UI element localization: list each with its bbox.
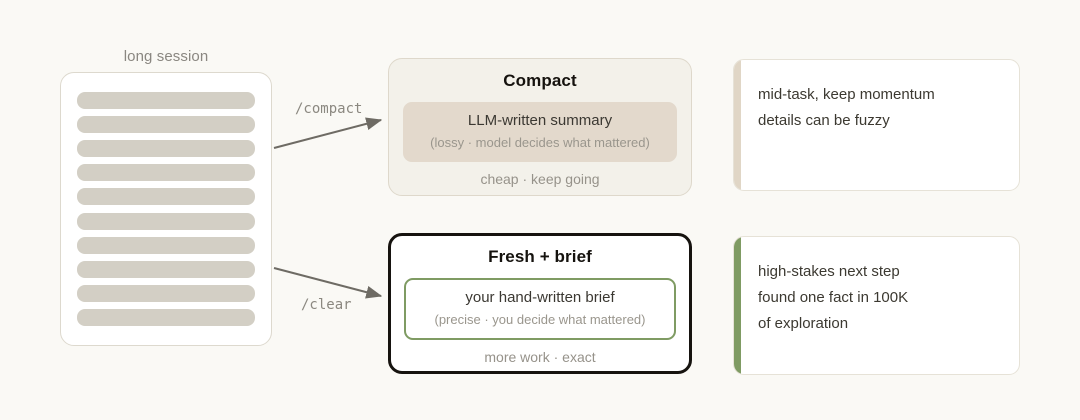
option-inner-compact: LLM-written summary (lossy · model decid… xyxy=(403,102,677,162)
arrow-compact xyxy=(273,117,383,149)
session-line xyxy=(77,284,255,302)
note-accent-bar-green xyxy=(734,237,741,374)
session-line xyxy=(77,236,255,254)
long-session-card xyxy=(60,72,272,346)
note-line: found one fact in 100K xyxy=(758,288,909,306)
option-inner-main-fresh-brief: your hand-written brief xyxy=(465,289,615,306)
option-title-fresh-brief: Fresh + brief xyxy=(488,247,592,266)
option-inner-main-compact: LLM-written summary xyxy=(467,112,613,129)
arrow-clear xyxy=(273,267,383,299)
session-line xyxy=(77,308,255,326)
option-footer-compact: cheap · keep going xyxy=(480,171,600,187)
session-line xyxy=(77,116,255,134)
option-footer-fresh-brief: more work · exact xyxy=(484,349,596,365)
session-line xyxy=(77,164,255,182)
arrow-label-clear: /clear xyxy=(301,297,352,313)
option-title-compact: Compact xyxy=(503,71,577,90)
session-line xyxy=(77,260,255,278)
session-line xyxy=(77,188,255,206)
session-line xyxy=(77,212,255,230)
note-accent-bar-tan xyxy=(734,60,741,190)
option-card-compact[interactable]: Compact LLM-written summary (lossy · mod… xyxy=(388,58,692,196)
option-inner-fresh-brief: your hand-written brief (precise · you d… xyxy=(404,278,676,340)
session-line xyxy=(77,140,255,158)
note-line: high-stakes next step xyxy=(758,263,900,280)
option-inner-sub-compact: (lossy · model decides what mattered) xyxy=(430,134,650,150)
note-card-compact: mid-task, keep momentum details can be f… xyxy=(733,59,1020,191)
option-card-fresh-brief[interactable]: Fresh + brief your hand-written brief (p… xyxy=(388,233,692,374)
note-card-fresh-brief: high-stakes next step found one fact in … xyxy=(733,236,1020,375)
note-line: of exploration xyxy=(758,314,849,332)
note-line: mid-task, keep momentum xyxy=(758,86,935,103)
session-label: long session xyxy=(123,48,209,65)
session-line xyxy=(77,92,255,109)
note-line: details can be fuzzy xyxy=(758,111,890,129)
option-inner-sub-fresh-brief: (precise · you decide what mattered) xyxy=(434,311,646,327)
arrow-label-compact: /compact xyxy=(295,101,363,117)
